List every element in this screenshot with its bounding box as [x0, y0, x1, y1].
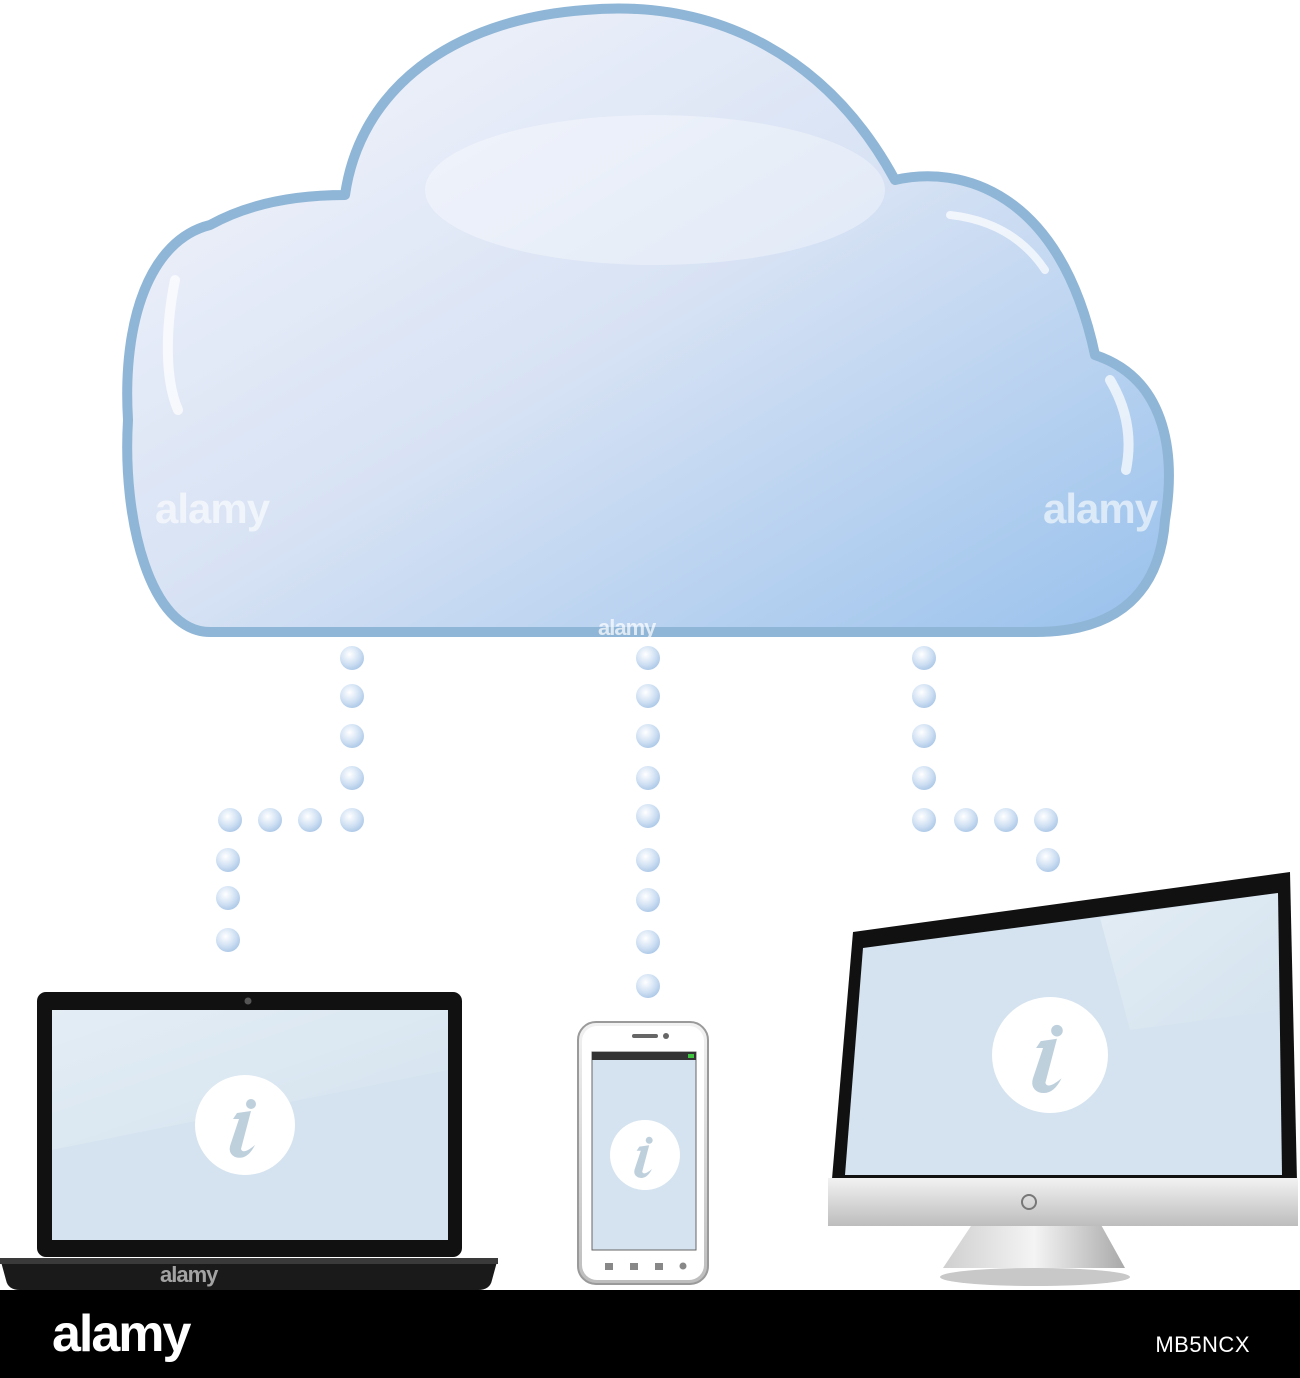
connection-dots [216, 646, 1060, 998]
connection-dot [636, 684, 660, 708]
connection-dot [636, 848, 660, 872]
connection-dot [216, 848, 240, 872]
connection-dot [340, 684, 364, 708]
cloud-diagram [0, 3, 1298, 1290]
connection-dot [636, 804, 660, 828]
connection-dot [340, 766, 364, 790]
connection-dot [636, 724, 660, 748]
connection-dot [912, 766, 936, 790]
footer-logo: alamy [52, 1305, 191, 1363]
connection-dot [340, 808, 364, 832]
info-icon [992, 997, 1108, 1113]
connection-dot [912, 646, 936, 670]
cloud-icon [122, 3, 1174, 637]
laptop-icon [0, 992, 498, 1290]
connection-dot [636, 930, 660, 954]
connection-dot [218, 808, 242, 832]
connection-dot [912, 684, 936, 708]
info-icon [195, 1075, 295, 1175]
connection-dot [954, 808, 978, 832]
connection-dot [1036, 848, 1060, 872]
connection-dot [636, 888, 660, 912]
connection-dot [216, 886, 240, 910]
footer-bar: alamy MB5NCX [0, 1290, 1300, 1378]
connection-dot [636, 974, 660, 998]
connection-dot [636, 766, 660, 790]
connection-dot [216, 928, 240, 952]
info-icon [610, 1120, 680, 1190]
connection-dot [298, 808, 322, 832]
connection-dot [1034, 808, 1058, 832]
connection-dot [636, 646, 660, 670]
connection-dot [340, 646, 364, 670]
connection-dot [994, 808, 1018, 832]
footer-image-id: MB5NCX [1155, 1332, 1250, 1357]
connection-dot [340, 724, 364, 748]
connection-dot [912, 724, 936, 748]
connection-dot [258, 808, 282, 832]
connection-dot [912, 808, 936, 832]
